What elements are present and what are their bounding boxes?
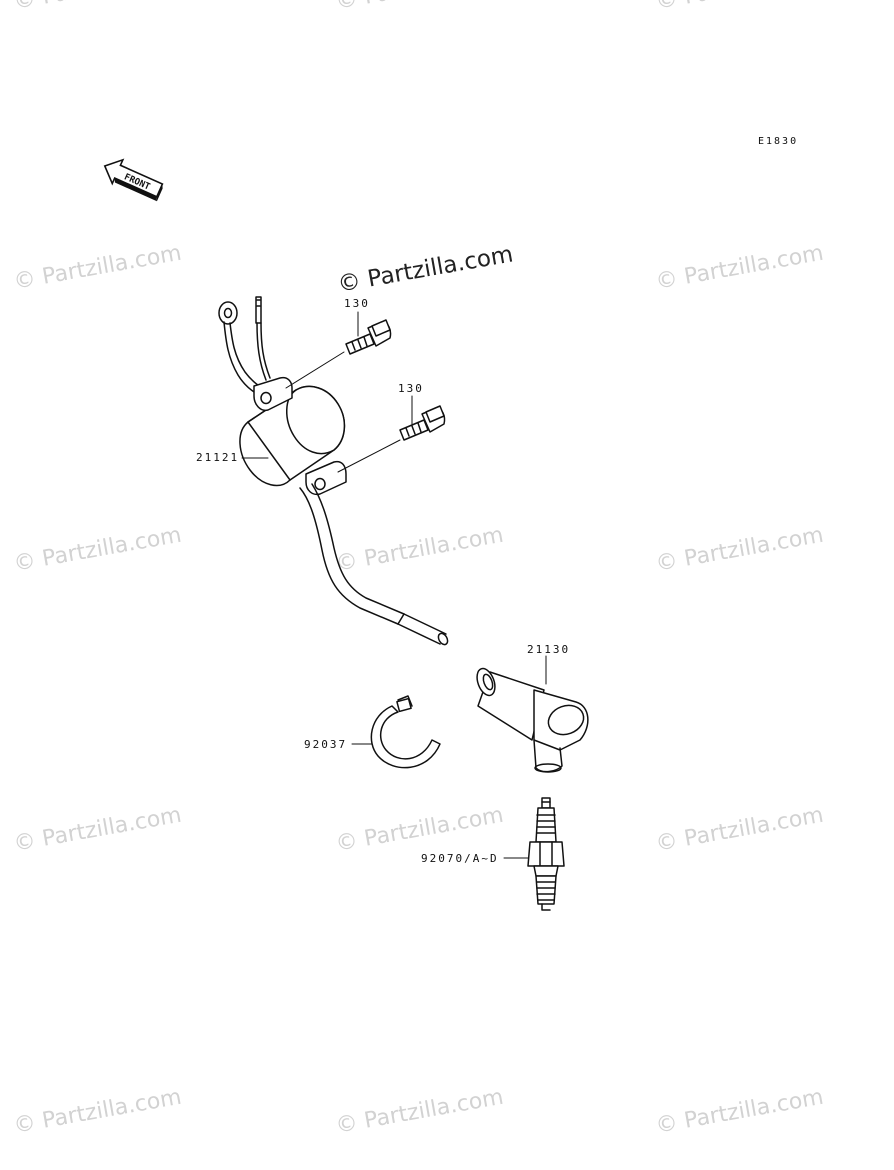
part-label-ignition-coil[interactable]: 21121 xyxy=(196,451,240,464)
bolt-upper xyxy=(345,319,392,355)
front-arrow-icon: FRONT xyxy=(98,148,170,210)
diagram-code: E1830 xyxy=(758,136,799,147)
bolt-lower xyxy=(399,405,446,441)
spark-plug-cap xyxy=(476,667,589,773)
spark-plug xyxy=(527,797,565,911)
part-label-band[interactable]: 92037 xyxy=(304,738,348,751)
part-label-bolt-upper[interactable]: 130 xyxy=(344,297,370,310)
band xyxy=(370,695,441,769)
part-label-plug-cap[interactable]: 21130 xyxy=(527,643,571,656)
ignition-coil-body xyxy=(239,376,347,496)
primary-wire xyxy=(255,296,271,381)
part-label-bolt-lower[interactable]: 130 xyxy=(398,382,424,395)
part-label-spark-plug[interactable]: 92070/A~D xyxy=(421,852,499,865)
high-tension-lead xyxy=(299,483,449,646)
